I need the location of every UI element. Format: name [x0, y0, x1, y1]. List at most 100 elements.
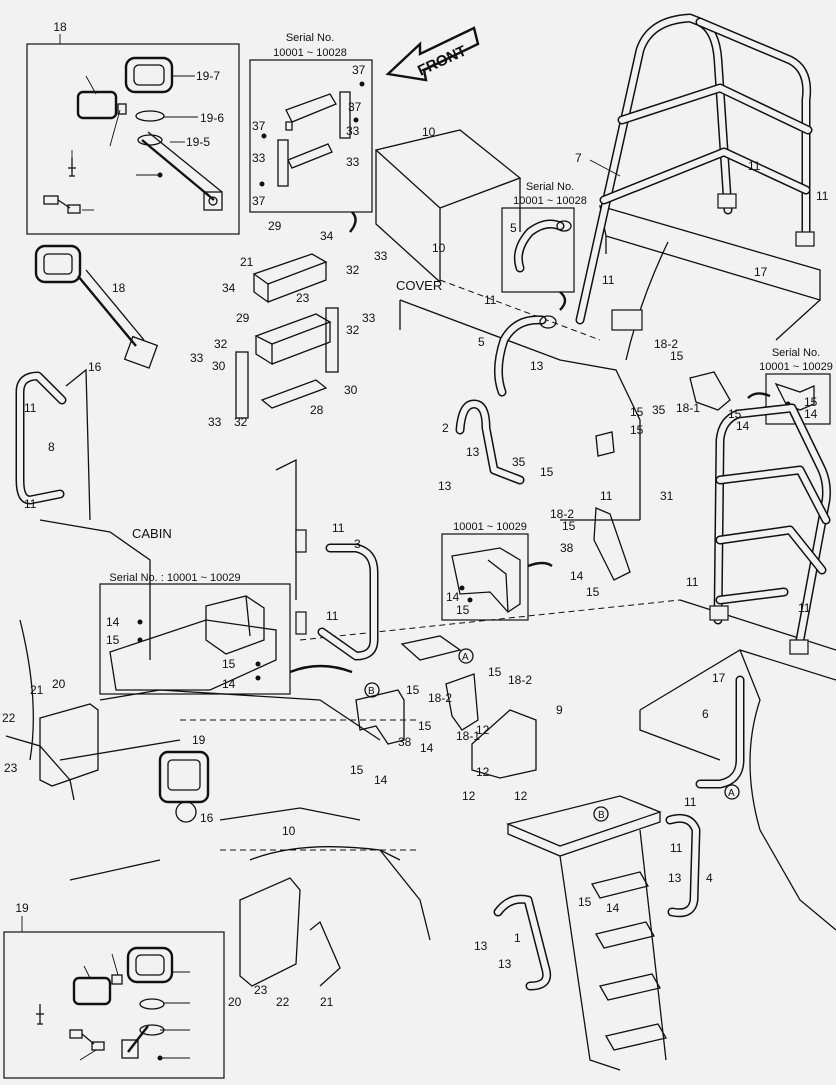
callout-label-103: 11: [24, 497, 37, 511]
callout-label-31: Serial No.: [772, 347, 820, 359]
steps-group: 21 29 34 34 23 29 30 28 30 32 33 32 33 3…: [190, 219, 388, 429]
callout-label-108: 11: [798, 601, 811, 615]
callout-label-109: 11: [684, 795, 697, 809]
callout-label-139: 18-2: [550, 507, 574, 521]
callout-label-121: 15: [562, 519, 576, 533]
inset-serial-cabin: Serial No. : 10001 ~ 10029 14 15 15 14: [99, 572, 353, 695]
callout-label-96: 10: [432, 241, 446, 255]
box-20-bottom: 20 23 22 21: [228, 877, 341, 1009]
callout-label-33: 15: [804, 395, 818, 409]
handrail-1: 1: [493, 894, 552, 991]
callout-30-a: 33: [346, 124, 360, 138]
callout-label-71: 19: [192, 733, 206, 747]
callout-label-101: 11: [484, 293, 497, 307]
callout-label-41: 15: [222, 657, 236, 671]
callout-label-66: 33: [190, 351, 204, 365]
inset-serial-bracket: Serial No. 10001 ~ 10029 15 14: [747, 347, 833, 425]
handrail-7: 7: [575, 13, 815, 331]
deck-outline: [19, 129, 836, 941]
callout-label-78: 23: [254, 983, 268, 997]
callout-4: 4: [706, 871, 713, 885]
callout-label-93: 38: [560, 541, 574, 555]
callout-5-inset: 5: [510, 221, 517, 235]
handrail-3: 3: [295, 529, 379, 661]
callout-label-99: 11: [816, 189, 829, 203]
callout-label-122: 15: [630, 405, 644, 419]
callout-label-102: 11: [24, 401, 37, 415]
callout-label-74: 21: [30, 683, 44, 697]
callout-label-75: 22: [2, 711, 16, 725]
callout-label-100: 11: [602, 273, 615, 287]
callout-label-94: 18-1: [676, 401, 700, 415]
callout-label-90: 12: [476, 765, 490, 779]
callout-label-91: 12: [462, 789, 476, 803]
label-cabin: CABIN: [132, 526, 172, 541]
callout-label-97: 10: [282, 824, 296, 838]
front-arrow: FRONT: [385, 26, 480, 82]
callout-label-39: 14: [106, 615, 120, 629]
inset-19: 19: [3, 901, 225, 1079]
callout-label-107: 11: [686, 575, 699, 589]
callout-18-1: 19-5: [186, 135, 210, 149]
label-cover: COVER: [396, 278, 442, 293]
callout-label-86: 38: [398, 735, 412, 749]
lamp-18-main: 18 16: [34, 244, 159, 374]
callout-label-76: 23: [4, 761, 18, 775]
callout-label-53: 29: [268, 219, 282, 233]
callout-label-133: 14: [374, 773, 388, 787]
callout-label-128: 15: [418, 719, 432, 733]
callout-label-125: 15: [586, 585, 600, 599]
callout-label-72: 16: [200, 811, 214, 825]
inset-serial-rail: Serial No. 10001 ~ 10028 5: [501, 181, 587, 311]
callout-label-88: 9: [556, 703, 563, 717]
callout-label-112: 17: [712, 671, 726, 685]
callout-label-131: 14: [570, 569, 584, 583]
callout-5: 5: [478, 335, 485, 349]
callout-18-3: 19-7: [196, 69, 220, 83]
callout-label-34: 14: [804, 407, 818, 421]
callout-label-120: 15: [540, 465, 554, 479]
callout-label-137: 35: [512, 455, 526, 469]
inset-18-title: 18: [53, 20, 67, 34]
callout-label-40: 15: [106, 633, 120, 647]
callout-3: 3: [354, 537, 361, 551]
callout-label-68: 32: [234, 415, 248, 429]
callout-label-61: 32: [346, 263, 360, 277]
callout-label-87: 18-1: [456, 729, 480, 743]
callout-label-42: 14: [222, 677, 236, 691]
handrail-4: 4: [665, 813, 713, 918]
callout-label-32: 10001 ~ 10029: [759, 361, 833, 373]
marker-B-ladder: B: [598, 810, 605, 821]
callout-label-114: 13: [466, 445, 480, 459]
callout-label-106: 11: [600, 489, 613, 503]
callout-label-37: 15: [456, 603, 470, 617]
callout-label-57: 29: [236, 311, 250, 325]
callout-label-28: Serial No.: [526, 181, 574, 193]
callout-1: 1: [514, 931, 521, 945]
handrail-2: 2: [442, 399, 525, 485]
callout-6: 6: [702, 707, 709, 721]
callout-label-55: 34: [222, 281, 236, 295]
callout-label-69: 18: [112, 281, 126, 295]
inset-serial-steps: Serial No. 10001 ~ 10028 37 37 37 37 33 …: [249, 32, 373, 233]
callout-label-85: A: [728, 788, 735, 799]
callout-2: 2: [442, 421, 449, 435]
callout-label-135: 14: [736, 419, 750, 433]
handrail-5: 5: [478, 315, 557, 397]
callout-label-83: A: [462, 652, 469, 663]
callout-label-110: 11: [670, 841, 683, 855]
callout-label-89: 12: [476, 723, 490, 737]
callout-label-79: 22: [276, 995, 290, 1009]
callout-label-123: 15: [630, 423, 644, 437]
front-label: FRONT: [415, 42, 469, 79]
callout-label-118: 13: [498, 957, 512, 971]
callout-label-134: 14: [420, 741, 434, 755]
serial-label-1: Serial No.: [286, 32, 334, 44]
callout-label-64: 33: [362, 311, 376, 325]
box-20-left: 20 21 22 23: [2, 677, 99, 801]
callout-label-98: 11: [748, 159, 761, 173]
callout-label-138: 18-2: [654, 337, 678, 351]
callout-label-116: 13: [668, 871, 682, 885]
callout-label-52: 21: [240, 255, 254, 269]
